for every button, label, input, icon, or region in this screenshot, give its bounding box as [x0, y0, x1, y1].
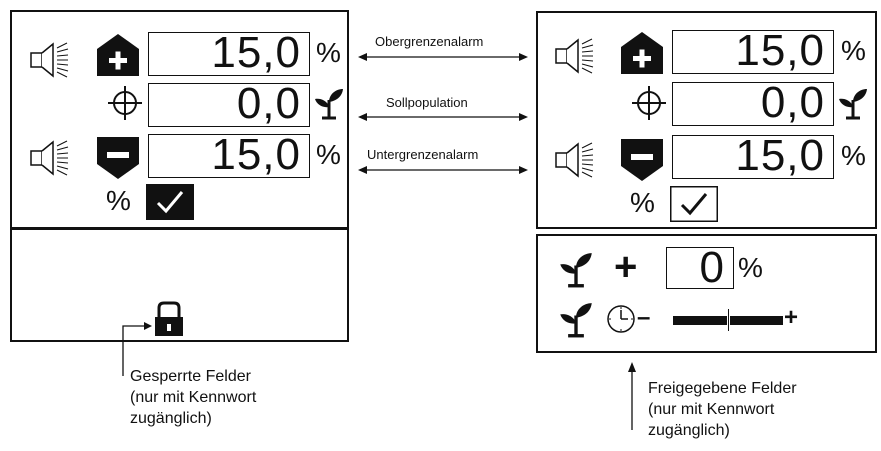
upper-alarm-field[interactable]: 15,0 — [148, 31, 310, 76]
locked-caption-line: zugänglich) — [130, 410, 212, 427]
locked-callout-arrow — [122, 322, 152, 376]
lower-alarm-unit: % — [841, 140, 866, 171]
upper-alarm-connector-label: Obergrenzenalarm — [375, 34, 484, 49]
lock-icon — [155, 301, 183, 336]
target-arrow — [358, 113, 528, 121]
upper-alarm-arrow — [358, 53, 528, 61]
plant-icon — [839, 89, 867, 120]
locked-caption-line: Gesperrte Felder — [130, 368, 251, 385]
lower-alarm-field[interactable]: 15,0 — [148, 133, 310, 178]
upper-alarm-unit: % — [841, 35, 866, 66]
offset-unit: % — [738, 252, 763, 283]
unlocked-caption: Freigegebene Felder (nur mit Kennwort zu… — [648, 378, 797, 441]
plant-icon — [560, 253, 592, 288]
unlocked-caption-line: Freigegebene Felder — [648, 380, 797, 397]
target-population-field[interactable]: 0,0 — [672, 81, 834, 126]
unlocked-callout-arrow — [628, 362, 636, 430]
crosshair-icon — [108, 86, 142, 120]
speaker-icon — [555, 38, 594, 74]
lower-alarm-connector-label: Untergrenzenalarm — [367, 147, 479, 162]
speaker-icon — [30, 42, 69, 78]
slider-plus-label: + — [784, 304, 799, 331]
crosshair-icon — [632, 86, 666, 120]
offset-field[interactable]: 0 — [666, 246, 734, 290]
upper-alarm-unit: % — [316, 37, 341, 68]
percent-mode-checkbox[interactable] — [670, 186, 718, 222]
plus-pentagon-icon — [97, 34, 139, 76]
upper-alarm-field[interactable]: 15,0 — [672, 29, 834, 74]
minus-pentagon-icon — [97, 137, 139, 179]
slider-minus-label: – — [637, 304, 651, 331]
percent-label: % — [630, 187, 655, 218]
speaker-icon — [30, 140, 69, 176]
locked-caption: Gesperrte Felder (nur mit Kennwort zugän… — [130, 366, 256, 429]
unlocked-caption-line: zugänglich) — [648, 422, 730, 439]
clock-icon — [607, 305, 635, 333]
percent-label: % — [106, 185, 131, 216]
panel-divider — [10, 227, 349, 230]
target-population-field[interactable]: 0,0 — [148, 82, 310, 127]
locked-caption-line: (nur mit Kennwort — [130, 389, 257, 406]
target-connector-label: Sollpopulation — [386, 95, 468, 110]
lower-alarm-unit: % — [316, 139, 341, 170]
offset-plus-sign: + — [614, 245, 638, 289]
speaker-icon — [555, 142, 594, 178]
unlocked-caption-line: (nur mit Kennwort — [648, 401, 775, 418]
plant-icon — [560, 303, 592, 338]
timer-slider[interactable] — [673, 307, 783, 333]
lower-alarm-arrow — [358, 166, 528, 174]
lower-alarm-field[interactable]: 15,0 — [672, 134, 834, 179]
plant-icon — [315, 89, 343, 120]
minus-pentagon-icon — [621, 139, 663, 181]
plus-pentagon-icon — [621, 32, 663, 74]
percent-mode-checkbox[interactable] — [146, 184, 194, 220]
